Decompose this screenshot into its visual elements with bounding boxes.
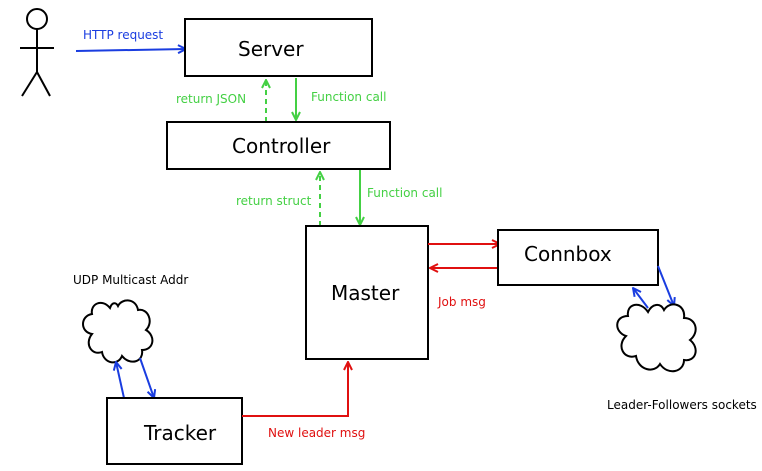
- connbox-to-sockets-arrow: [657, 265, 674, 306]
- sockets-to-connbox-arrow: [633, 288, 649, 309]
- server-label: Server: [238, 37, 304, 61]
- tracker-box: [106, 397, 243, 465]
- controller-label: Controller: [232, 134, 331, 158]
- udp-multicast-cloud-icon: [82, 299, 154, 364]
- leader-followers-cloud-icon: [616, 303, 697, 373]
- controller-function-call-label: Function call: [367, 186, 442, 200]
- return-struct-label: return struct: [236, 194, 312, 208]
- leader-followers-label: Leader-Followers sockets: [607, 398, 757, 412]
- multicast-to-tracker-arrow: [139, 357, 154, 398]
- master-box: [305, 225, 429, 360]
- http-request-label: HTTP request: [83, 28, 163, 42]
- new-leader-msg-label: New leader msg: [268, 426, 365, 440]
- http-request-arrow: [75, 49, 186, 51]
- udp-multicast-label: UDP Multicast Addr: [73, 273, 188, 287]
- tracker-to-multicast-arrow: [116, 362, 125, 399]
- job-msg-label: Job msg: [437, 295, 486, 309]
- server-box: [184, 18, 373, 77]
- connbox-label: Connbox: [524, 242, 612, 266]
- controller-box: [166, 121, 391, 170]
- return-json-label: return JSON: [176, 92, 246, 106]
- user-icon: [20, 8, 54, 97]
- connbox-box: [497, 229, 659, 286]
- server-function-call-label: Function call: [311, 90, 386, 104]
- tracker-label: Tracker: [143, 421, 217, 445]
- master-label: Master: [331, 281, 400, 305]
- new-leader-msg-arrow: [242, 362, 348, 417]
